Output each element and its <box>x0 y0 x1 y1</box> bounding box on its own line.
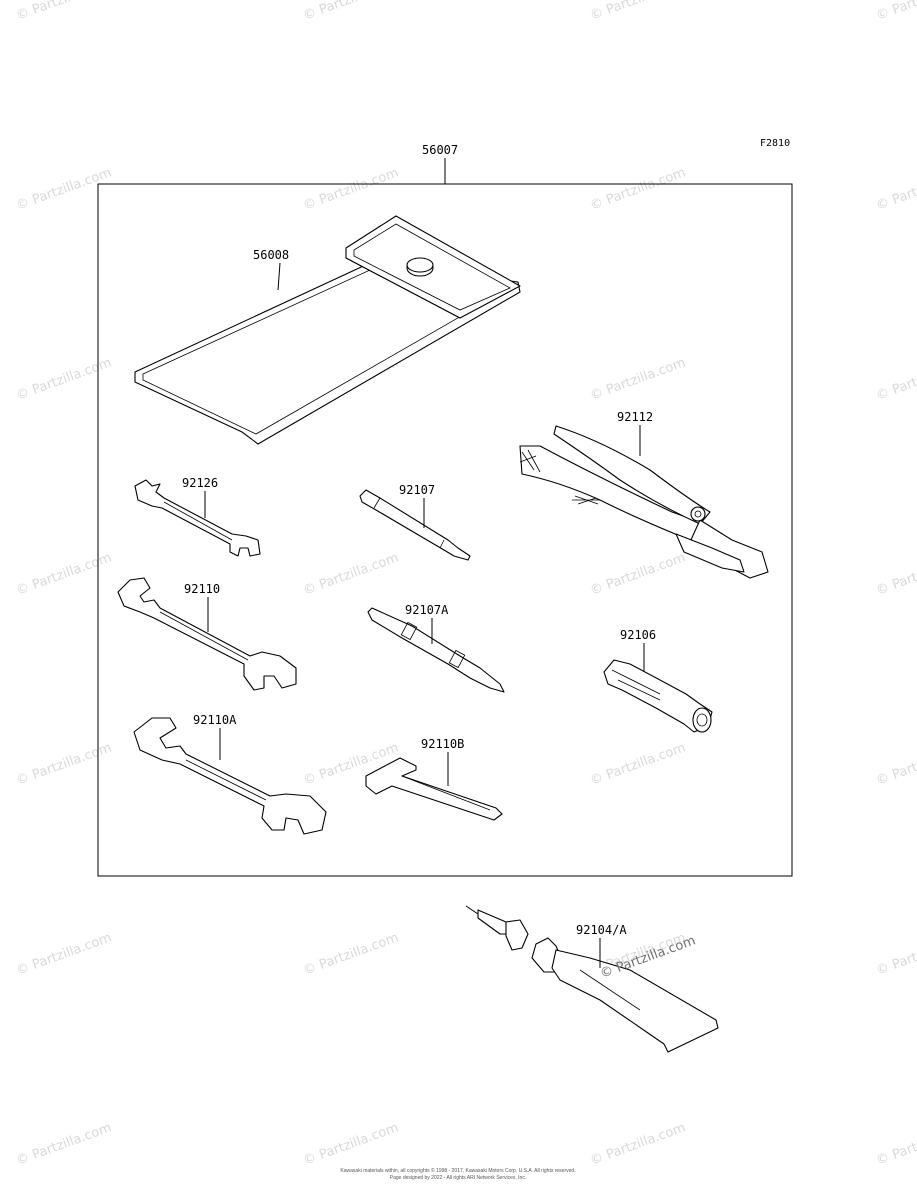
hex-key-illustration[interactable] <box>365 757 503 821</box>
watermark-text: © Partzilla.com <box>301 930 400 978</box>
part-label-92110A[interactable]: 92110A <box>193 713 237 727</box>
watermark-text: © Partzilla.com <box>301 0 400 24</box>
wrench-medium-illustration[interactable] <box>117 577 297 691</box>
watermark-text: © Partzilla.com <box>14 550 113 598</box>
watermark-text: © Partzilla.com <box>874 165 917 213</box>
part-label-92106[interactable]: 92106 <box>620 628 656 642</box>
watermark-text: © Partzilla.com <box>14 740 113 788</box>
watermark-layer: © Partzilla.com © Partzilla.com © Partzill… <box>14 0 917 1169</box>
diagram-code: F2810 <box>760 138 790 149</box>
watermark-text: © Partzilla.com <box>588 165 687 213</box>
watermark-text: © Partzilla.com <box>874 740 917 788</box>
watermark-text: © Partzilla.com <box>301 1120 400 1168</box>
part-label-92110[interactable]: 92110 <box>184 582 220 596</box>
part-label-56008[interactable]: 56008 <box>253 248 289 262</box>
watermark-text: © Partzilla.com <box>874 930 917 978</box>
part-label-92107[interactable]: 92107 <box>399 483 435 497</box>
part-label-92104A[interactable]: 92104/A <box>576 923 627 937</box>
part-label-92112[interactable]: 92112 <box>617 410 653 424</box>
handle-illustration[interactable] <box>603 659 713 733</box>
watermark-text: © Partzilla.com <box>588 740 687 788</box>
watermark-text: © Partzilla.com <box>874 0 917 24</box>
kit-frame <box>97 183 793 877</box>
watermark-text: © Partzilla.com <box>14 165 113 213</box>
watermark-text: © Partzilla.com <box>874 355 917 403</box>
watermark-text: © Partzilla.com <box>301 165 400 213</box>
part-label-92107A[interactable]: 92107A <box>405 603 449 617</box>
wrench-small-illustration[interactable] <box>134 479 261 557</box>
watermark-text: © Partzilla.com <box>874 1120 917 1168</box>
leader-line-56008 <box>277 262 281 291</box>
part-label-92126[interactable]: 92126 <box>182 476 218 490</box>
copyright-line-1: Kawasaki materials within, all copyright… <box>340 1167 575 1174</box>
pliers-illustration[interactable] <box>519 425 769 579</box>
part-label-56007[interactable]: 56007 <box>422 143 458 157</box>
watermark-text: © Partzilla.com <box>301 550 400 598</box>
tool-case-illustration[interactable] <box>134 215 521 445</box>
screwdriver-alt-illustration[interactable] <box>367 607 505 693</box>
grease-tube-illustration[interactable] <box>465 905 719 1053</box>
watermark-text: © Partzilla.com <box>14 355 113 403</box>
watermark-text: © Partzilla.com <box>588 550 687 598</box>
watermark-text: © Partzilla.com <box>14 930 113 978</box>
watermark-text: © Partzilla.com <box>874 550 917 598</box>
wrench-large-illustration[interactable] <box>133 717 327 835</box>
part-label-92110B[interactable]: 92110B <box>421 737 464 751</box>
watermark-text: © Partzilla.com <box>588 355 687 403</box>
watermark-text: © Partzilla.com <box>14 1120 113 1168</box>
copyright-line-2: Page designed by 2022 - All rights ARI N… <box>390 1175 526 1181</box>
screwdriver-illustration[interactable] <box>359 489 471 561</box>
watermark-text: © Partzilla.com <box>588 0 687 24</box>
watermark-text: © Partzilla.com <box>588 1120 687 1168</box>
watermark-text: © Partzilla.com <box>14 0 113 24</box>
